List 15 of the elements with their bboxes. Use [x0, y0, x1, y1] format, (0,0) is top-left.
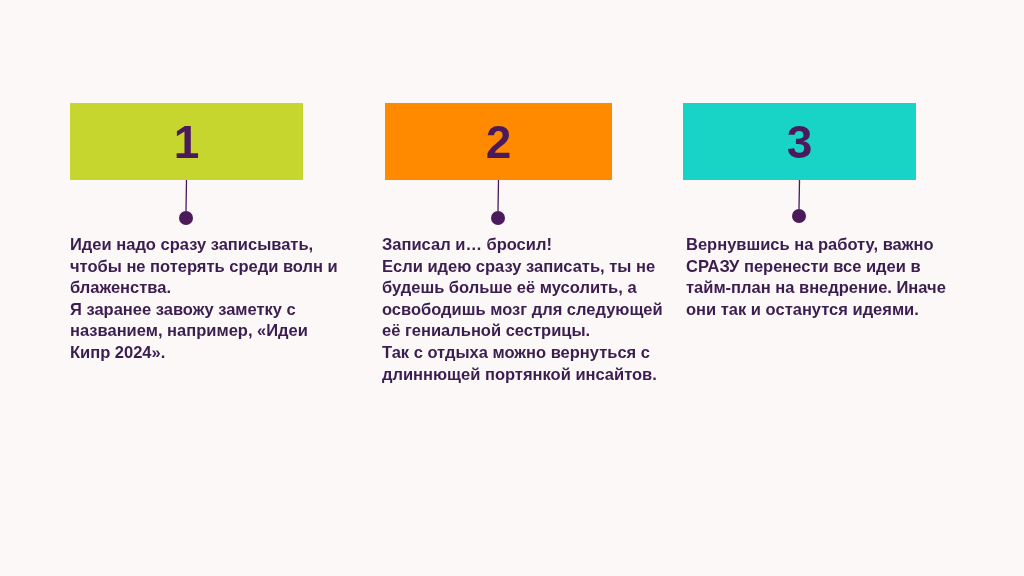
step-description: Я заранее завожу заметку с названием, например, «Идеи Кипр 2024».	[70, 298, 309, 363]
step-description: Записал и… бросил!	[382, 234, 553, 255]
step-description: Идеи надо сразу записывать, чтобы не потерять среди волн и блаженства.	[70, 234, 339, 299]
step-number-box: 3	[683, 103, 916, 180]
connector-line	[185, 179, 188, 212]
dot-marker	[179, 211, 193, 225]
step-number-box: 1	[70, 103, 303, 180]
step-number-box: 2	[385, 103, 612, 180]
step-description: Вернувшись на работу, важно СРАЗУ перенести все идеи в тайм-план на внедрение. Иначе они так и останутся идеями.	[686, 234, 947, 320]
dot-marker	[792, 209, 806, 223]
step-description: Если идею сразу записать, ты не будешь больше её мусолить, а освободишь мозг для следующей её гениальной сестрицы.	[382, 255, 664, 342]
connector-line	[497, 179, 500, 212]
step-description: Так с отдыха можно вернуться с длиннющей портянкой инсайтов.	[382, 341, 658, 385]
connector-line	[798, 179, 801, 210]
dot-marker	[491, 211, 505, 225]
